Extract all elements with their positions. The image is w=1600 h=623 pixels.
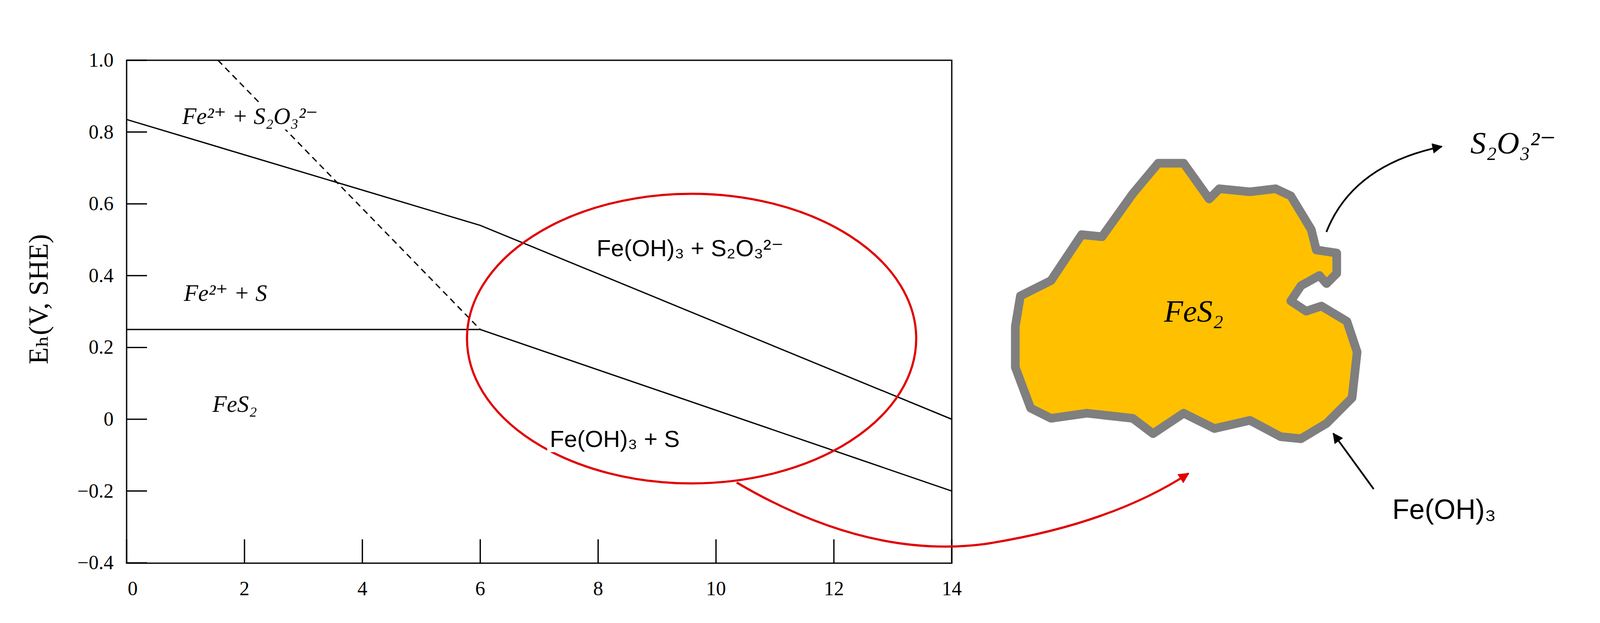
y-tick-label: 0.4 xyxy=(86,264,117,288)
y-tick xyxy=(126,131,147,133)
x-tick xyxy=(243,539,245,564)
x-tick xyxy=(951,539,953,564)
x-tick-label: 10 xyxy=(703,577,729,601)
x-tick xyxy=(479,539,481,564)
x-tick xyxy=(361,539,363,564)
y-tick-label: 0.2 xyxy=(86,336,117,360)
y-tick xyxy=(126,346,147,349)
region-label: Fe(OH)₃ + S₂O₃²⁻ xyxy=(594,234,787,262)
axis-title: Eₕ(V, SHE) xyxy=(22,231,55,367)
coating-label: S₂O₃²⁻ xyxy=(1467,125,1559,162)
y-tick xyxy=(126,59,147,62)
y-tick xyxy=(126,490,147,492)
region-label: Fe(OH)₃ + S xyxy=(547,425,683,453)
x-tick xyxy=(597,539,599,564)
y-tick-label: 0.6 xyxy=(86,192,117,216)
y-tick-label: 0.8 xyxy=(86,120,117,144)
x-tick xyxy=(715,539,717,564)
x-tick xyxy=(833,539,835,564)
x-tick xyxy=(126,539,128,564)
x-tick-label: 12 xyxy=(821,577,847,601)
pyrite-particle: FeS₂ xyxy=(1008,151,1364,451)
region-label: FeS₂ xyxy=(209,390,260,418)
region-label: Fe²⁺ + S₂O₃²⁻ xyxy=(179,102,321,130)
plot-frame xyxy=(126,60,952,564)
y-tick xyxy=(126,274,147,277)
x-tick-label: 6 xyxy=(472,577,488,601)
leader-arrow xyxy=(1333,433,1374,490)
y-tick xyxy=(126,562,147,564)
zoom-arrow xyxy=(736,473,1189,547)
phase-boundary xyxy=(126,119,952,420)
x-tick-label: 2 xyxy=(236,577,252,601)
x-tick-label: 14 xyxy=(939,577,965,601)
y-tick-label: 0 xyxy=(101,408,117,432)
y-tick-label: −0.2 xyxy=(75,479,117,503)
y-tick xyxy=(126,418,147,421)
region-label: Fe²⁺ + S xyxy=(181,279,270,307)
coating-label: Fe(OH)₃ xyxy=(1389,493,1499,526)
highlight-ellipse xyxy=(466,193,917,484)
pyrite-body xyxy=(1015,163,1358,439)
y-tick-label: −0.4 xyxy=(75,551,117,575)
y-tick-label: 1.0 xyxy=(86,48,117,72)
pourbaix-plot xyxy=(126,60,952,564)
leader-arrow xyxy=(1326,146,1442,232)
x-tick-label: 0 xyxy=(125,577,141,601)
x-tick-label: 4 xyxy=(354,577,370,601)
y-tick xyxy=(126,203,147,205)
mineral-name: FeS₂ xyxy=(1164,293,1224,330)
x-tick-label: 8 xyxy=(590,577,606,601)
phase-boundary xyxy=(126,329,952,492)
